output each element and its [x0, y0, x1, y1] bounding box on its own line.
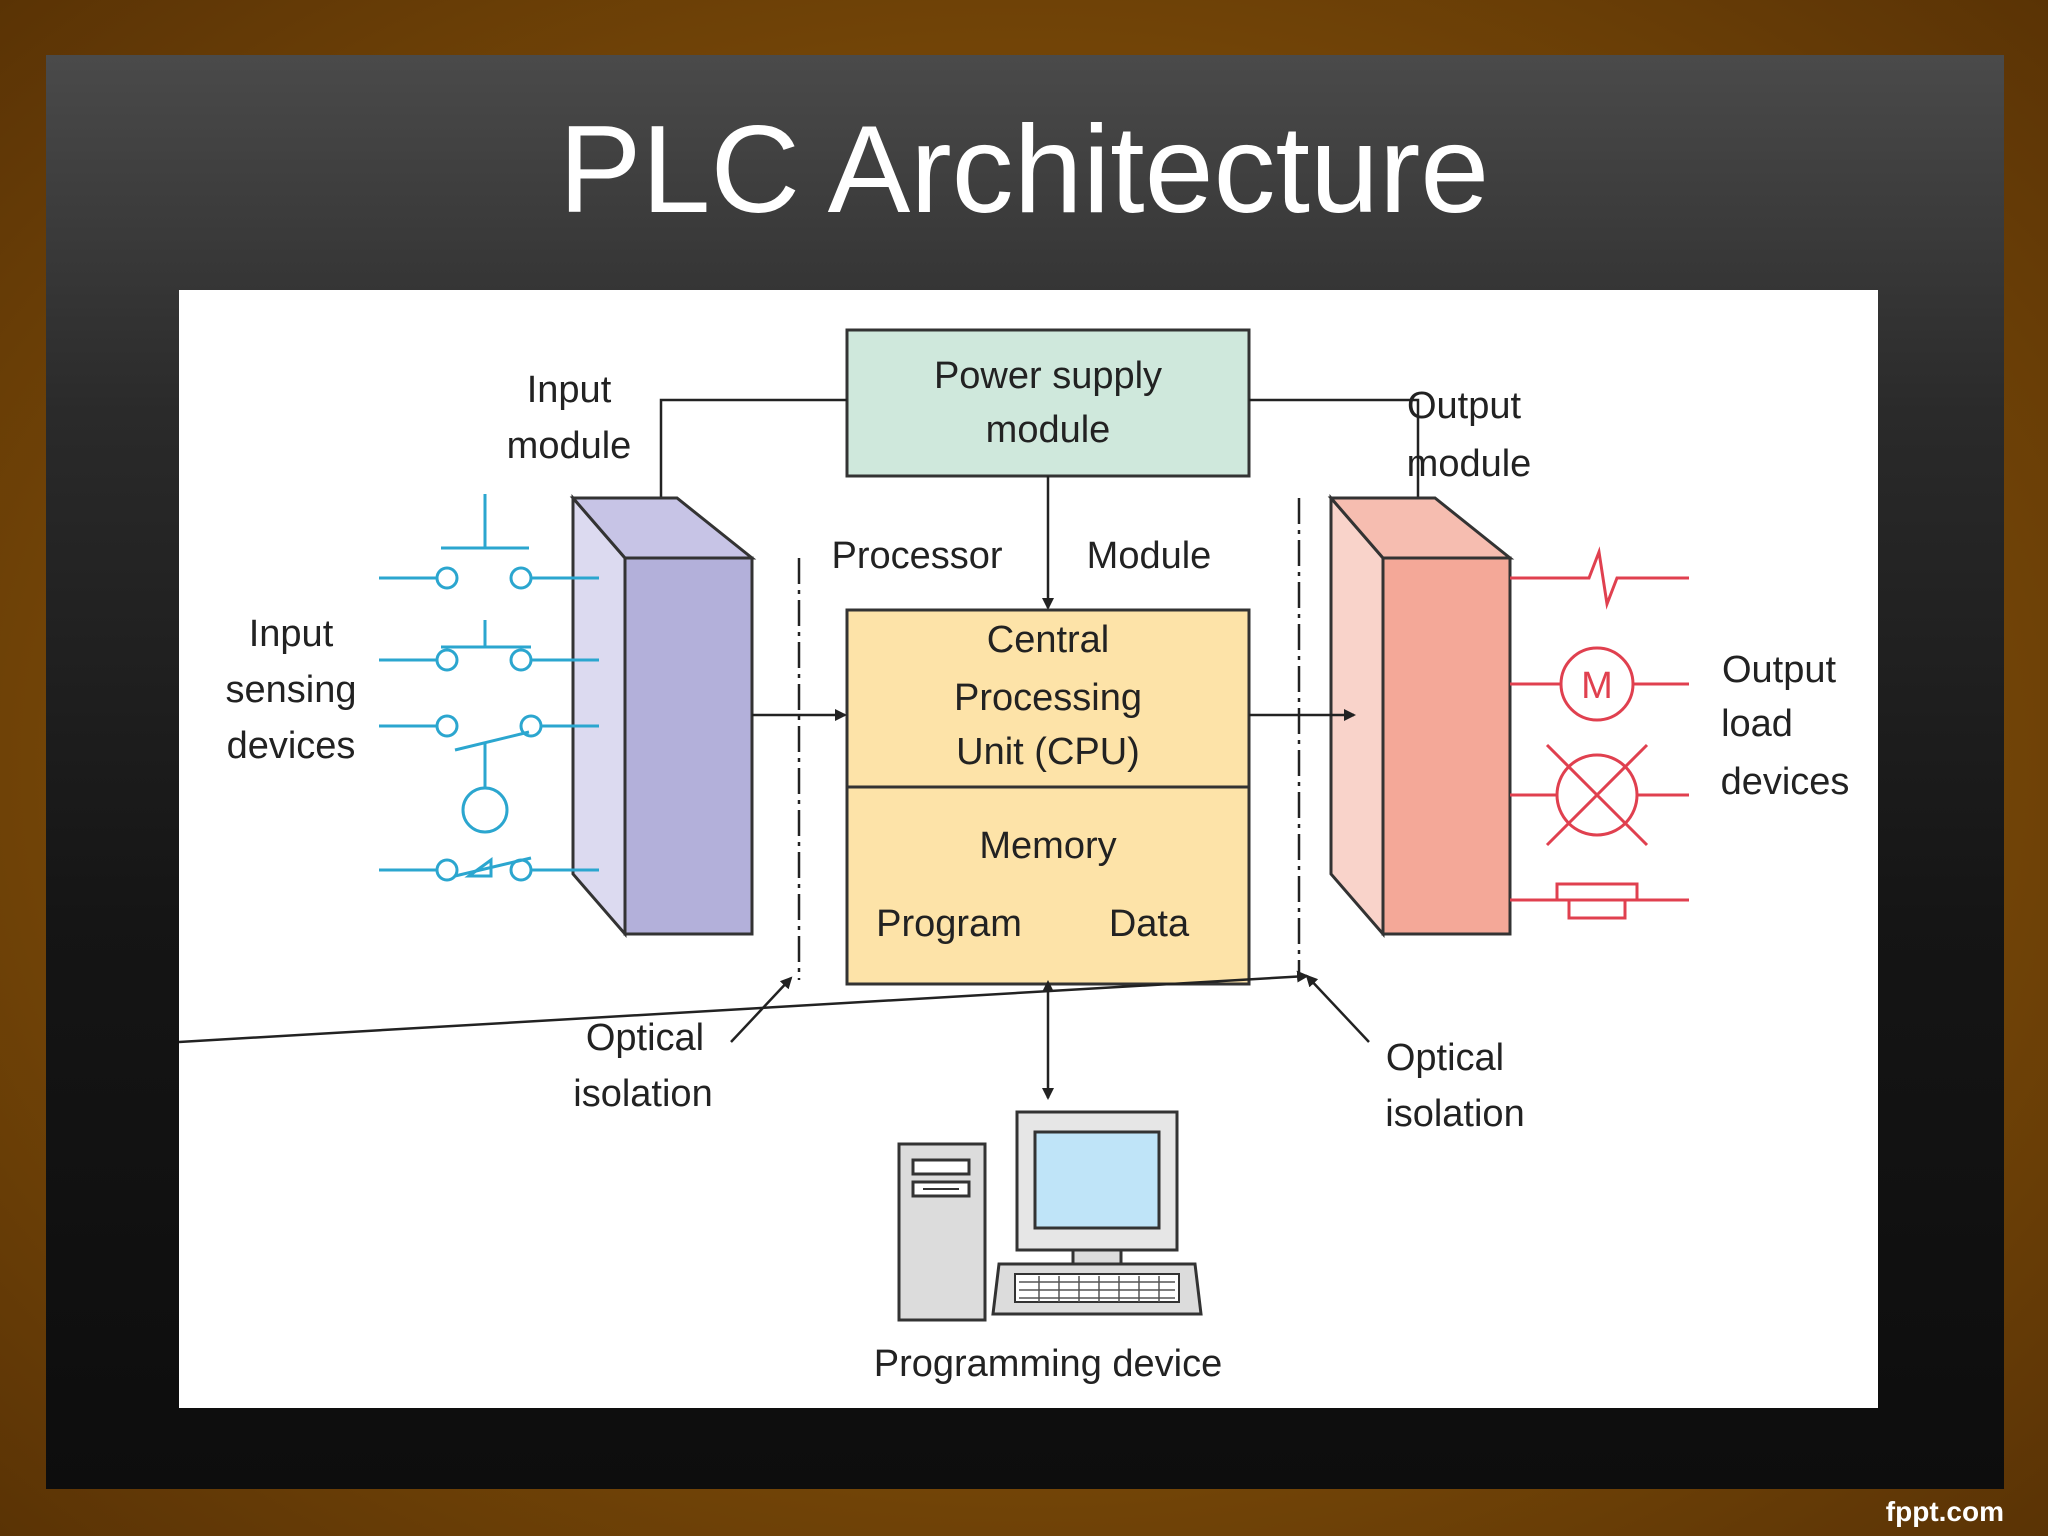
pushbutton-icon: [379, 494, 599, 590]
motor-symbol: M: [1581, 665, 1613, 707]
power-supply-module: Power supply module: [845, 328, 1251, 478]
data-flow-arrows: [752, 709, 1356, 1100]
module-label: Module: [1087, 535, 1212, 577]
programming-device-label: Programming device: [874, 1343, 1222, 1385]
optical-isolation-lines: [179, 498, 1370, 1044]
memory-block: Memory Program Data: [845, 785, 1251, 986]
heater-icon: [1510, 546, 1689, 610]
output-devices-label-3: devices: [1721, 761, 1850, 803]
watermark: fppt.com: [1885, 1496, 2004, 1527]
memory-label: Memory: [979, 825, 1116, 867]
power-supply-label-1: Power supply: [934, 355, 1162, 397]
cpu-block: Central Processing Unit (CPU): [845, 608, 1251, 789]
power-supply-label-2: module: [986, 409, 1111, 451]
horn-icon: [1510, 882, 1689, 920]
output-devices-label-2: load: [1721, 703, 1793, 745]
input-devices-label-3: devices: [227, 725, 356, 767]
cpu-label-1: Central: [987, 619, 1110, 661]
optical-isolation-left-1: Optical: [586, 1017, 704, 1059]
power-lines: [655, 398, 1424, 610]
pressure-switch-icon: [379, 856, 599, 882]
input-sensing-devices: [379, 494, 599, 882]
output-load-devices: [1510, 546, 1689, 920]
program-label: Program: [876, 903, 1022, 945]
plc-diagram: Power supply module Input module Output …: [179, 290, 1878, 1408]
slide-title: PLC Architecture: [558, 101, 1490, 239]
input-module-label-2: module: [507, 425, 632, 467]
processor-label: Processor: [831, 535, 1002, 577]
output-module-box: [1327, 493, 1515, 939]
input-devices-label-1: Input: [249, 613, 334, 655]
cpu-label-3: Unit (CPU): [956, 731, 1140, 773]
output-devices-label-1: Output: [1722, 649, 1837, 691]
input-module-box: [569, 493, 757, 939]
lamp-icon: [1510, 743, 1689, 847]
data-label: Data: [1109, 903, 1190, 945]
optical-isolation-right-1: Optical: [1386, 1037, 1504, 1079]
limit-switch-icon: [379, 620, 599, 672]
float-switch-icon: [379, 714, 599, 834]
cpu-label-2: Processing: [954, 677, 1142, 719]
optical-isolation-right-2: isolation: [1385, 1093, 1524, 1135]
optical-isolation-left-2: isolation: [573, 1073, 712, 1115]
output-module-label-1: Output: [1407, 385, 1522, 427]
motor-icon: [1510, 646, 1689, 722]
computer-icon: [897, 1110, 1203, 1322]
output-module-label-2: module: [1407, 443, 1532, 485]
input-module-label-1: Input: [527, 369, 612, 411]
input-devices-label-2: sensing: [226, 669, 357, 711]
